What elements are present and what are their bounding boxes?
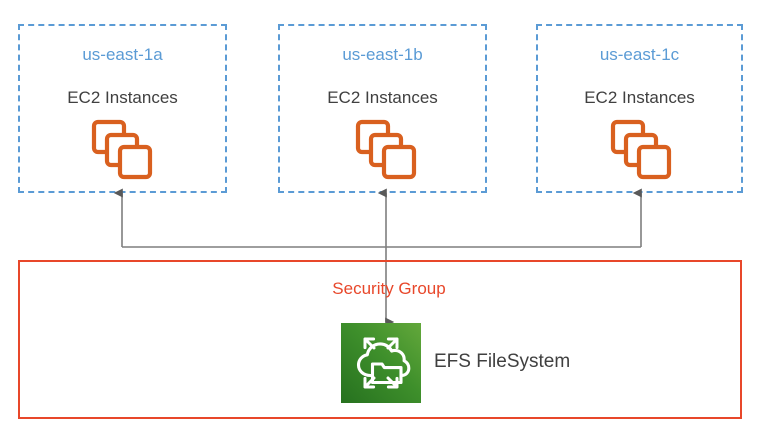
az-resource-label-us-east-1b: EC2 Instances — [327, 88, 438, 107]
az-title-us-east-1c: us-east-1c — [599, 45, 680, 64]
az-title-us-east-1a: us-east-1a — [82, 45, 163, 64]
security-group-label: Security Group — [332, 279, 446, 298]
ec2-instances-icon-us-east-1c[interactable] — [610, 119, 672, 181]
security-group-boundary[interactable] — [18, 260, 742, 419]
ec2-instances-icon-us-east-1a[interactable] — [91, 119, 153, 181]
az-resource-label-us-east-1a: EC2 Instances — [67, 88, 178, 107]
az-title-us-east-1b: us-east-1b — [342, 45, 423, 64]
efs-filesystem-label: EFS FileSystem — [434, 351, 571, 372]
az-resource-label-us-east-1c: EC2 Instances — [584, 88, 695, 107]
ec2-instances-icon-us-east-1b[interactable] — [355, 119, 417, 181]
efs-filesystem-icon[interactable] — [341, 323, 421, 403]
